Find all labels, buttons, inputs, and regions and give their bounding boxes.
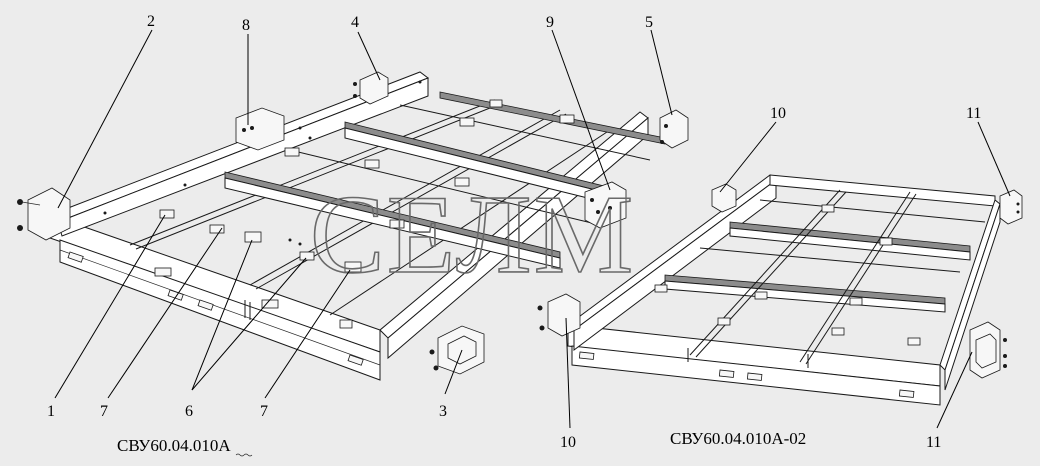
callout-labels: 2 8 4 9 5 10 11 1 7 6 7 3 10 11 xyxy=(47,13,981,451)
callout-1: 1 xyxy=(47,403,55,420)
caption-underline-mark xyxy=(235,453,253,457)
bracket-11-top xyxy=(999,189,1023,225)
callout-3: 3 xyxy=(439,403,447,420)
caption-right-assembly: СВУ60.04.010А-02 xyxy=(670,429,806,448)
right-frame-assembly xyxy=(537,174,1023,406)
callout-11-bottom: 11 xyxy=(926,434,941,451)
watermark: СЕЛМ xyxy=(310,173,635,297)
callout-8: 8 xyxy=(242,17,250,34)
callout-4: 4 xyxy=(351,14,359,31)
callout-2: 2 xyxy=(147,13,155,30)
right-back-channel xyxy=(769,174,996,207)
bracket-9 xyxy=(584,181,627,229)
caption-left-assembly: СВУ60.04.010А xyxy=(117,436,231,455)
left-frame-assembly xyxy=(17,71,689,381)
callout-7-right: 7 xyxy=(260,403,268,420)
bracket-2 xyxy=(27,187,71,241)
callout-9: 9 xyxy=(546,14,554,31)
bracket-4 xyxy=(359,71,389,105)
callout-11-top: 11 xyxy=(966,105,981,122)
callout-7-left: 7 xyxy=(100,403,108,420)
leader-lines xyxy=(54,29,1011,429)
callout-10-top: 10 xyxy=(770,105,786,122)
callout-6: 6 xyxy=(185,403,193,420)
bracket-10-bottom xyxy=(547,293,581,337)
bracket-5 xyxy=(659,109,689,149)
bracket-10-top xyxy=(711,183,737,213)
callout-10-bottom: 10 xyxy=(560,434,576,451)
callout-5: 5 xyxy=(645,14,653,31)
